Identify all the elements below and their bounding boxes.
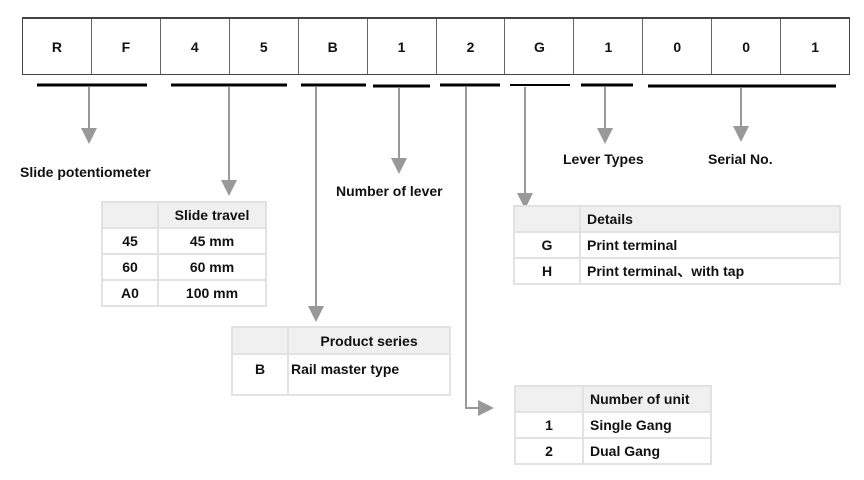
code-char: R	[23, 19, 92, 74]
table-header: Slide travel	[157, 201, 267, 229]
code-char: F	[92, 19, 161, 74]
table-header: Details	[579, 205, 841, 233]
label-slide-potentiometer: Slide potentiometer	[20, 164, 151, 180]
arrow	[465, 87, 494, 416]
code-char: 1	[811, 38, 819, 55]
code-char: G	[505, 19, 575, 74]
code-char: 1	[574, 19, 644, 74]
table-header: Number of unit	[582, 385, 712, 413]
code-char: 4	[161, 19, 230, 74]
code-char: 5	[230, 19, 299, 74]
label-number-of-lever: Number of lever	[336, 183, 443, 199]
code-char: 2	[437, 19, 506, 74]
code-char: 0	[712, 19, 782, 74]
code-char: B	[299, 19, 368, 74]
code-char: 1	[368, 19, 437, 74]
code-char: 0	[643, 19, 713, 74]
table-header: Product series	[287, 326, 451, 355]
label-serial-no: Serial No.	[708, 151, 773, 167]
label-lever-types: Lever Types	[563, 151, 644, 167]
part-number-code: R F 4 5 B 1 2 G 1 0 0 1	[22, 17, 850, 75]
